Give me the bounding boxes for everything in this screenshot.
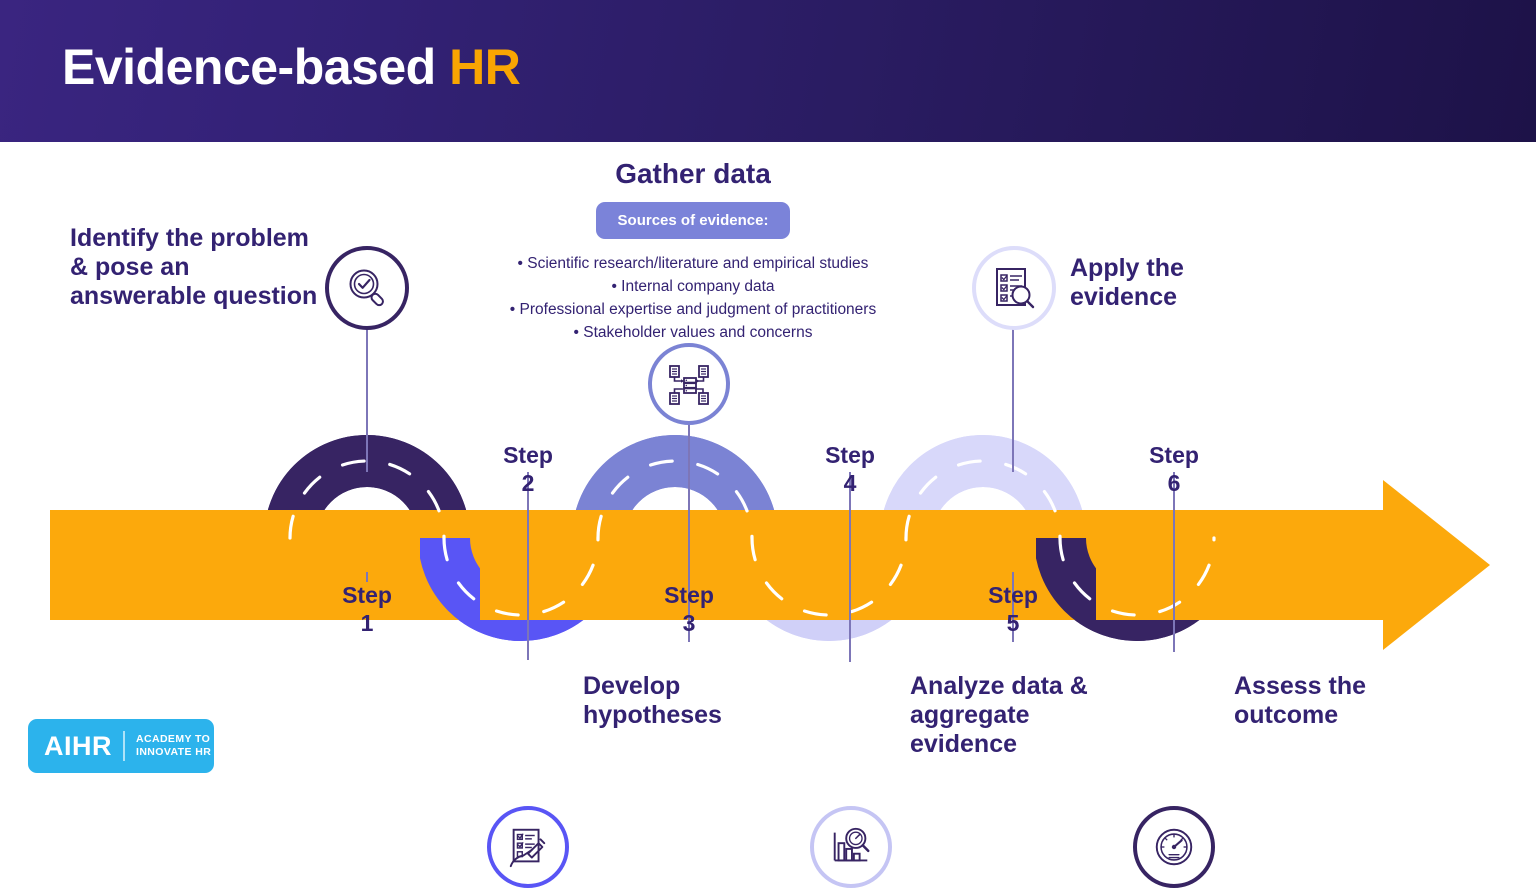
step-num: 6 <box>1167 469 1181 496</box>
step-word: Step <box>664 582 714 608</box>
step-5-icon-bubble[interactable] <box>972 246 1056 330</box>
road-center-dashes <box>288 459 1216 617</box>
step-1-icon-bubble[interactable] <box>325 246 409 330</box>
step-word: Step <box>1149 442 1199 468</box>
magnifier-check-icon <box>349 269 384 307</box>
step-word: Step <box>988 582 1038 608</box>
step-number-5: Step 5 <box>953 582 1073 637</box>
step-word: Step <box>825 442 875 468</box>
page-title-accent: HR <box>449 39 521 95</box>
checklist-magnifier-icon <box>996 268 1035 309</box>
logo-divider <box>123 731 125 761</box>
step-num: 1 <box>360 609 374 636</box>
sources-of-evidence-badge: Sources of evidence: <box>595 202 791 239</box>
logo-tagline: ACADEMY TO INNOVATE HR <box>136 733 211 759</box>
road-junction-6 <box>1036 537 1096 622</box>
data-network-icon <box>669 365 709 405</box>
process-road-diagram <box>50 317 1490 662</box>
logo-tagline-line2: INNOVATE HR <box>136 746 212 758</box>
step-3-icon-bubble[interactable] <box>648 343 730 425</box>
page-title-main: Evidence-based <box>62 39 450 95</box>
connector-stems <box>366 317 1175 662</box>
step-2-icon-bubble[interactable] <box>487 806 569 888</box>
gather-data-title: Gather data <box>615 158 771 189</box>
source-item: • Stakeholder values and concerns <box>573 323 813 341</box>
step-num: 2 <box>521 469 535 496</box>
step-number-3: Step 3 <box>629 582 749 637</box>
sources-list: • Scientific research/literature and emp… <box>443 253 943 345</box>
source-item: • Internal company data <box>611 277 775 295</box>
aihr-logo[interactable]: AIHR ACADEMY TO INNOVATE HR <box>28 719 214 773</box>
step-number-6: Step 6 <box>1114 442 1234 497</box>
step-number-1: Step 1 <box>307 582 427 637</box>
step-5-label: Apply the evidence <box>1070 254 1184 311</box>
step-number-4: Step 4 <box>790 442 910 497</box>
arrow-shape <box>50 480 1490 650</box>
gauge-icon <box>1155 828 1193 866</box>
source-item: • Professional expertise and judgment of… <box>509 300 877 318</box>
bar-chart-magnifier-icon <box>833 827 870 862</box>
road-junction-2 <box>420 537 480 622</box>
step-6-icon-bubble[interactable] <box>1133 806 1215 888</box>
clipboard-hand-writing-icon <box>509 828 546 868</box>
logo-tagline-line1: ACADEMY TO <box>136 732 211 745</box>
step-1-label: Identify the problem & pose an answerabl… <box>70 224 318 310</box>
step-num: 5 <box>1006 609 1020 636</box>
connector-stems-lower <box>366 572 690 642</box>
step-word: Step <box>342 582 392 608</box>
step-word: Step <box>503 442 553 468</box>
step-2-label: Develop hypotheses <box>583 672 722 729</box>
orange-progress-arrow <box>50 480 1490 650</box>
step-4-label: Analyze data & aggregate evidence <box>910 672 1088 758</box>
step-number-2: Step 2 <box>468 442 588 497</box>
page-title: Evidence-based HR <box>62 38 521 96</box>
gather-data-panel: Gather data Sources of evidence: • Scien… <box>443 158 943 345</box>
step-num: 4 <box>843 469 857 496</box>
infographic-stage: Gather data Sources of evidence: • Scien… <box>0 142 1536 888</box>
step-4-icon-bubble[interactable] <box>810 806 892 888</box>
logo-wordmark: AIHR <box>44 730 112 761</box>
step-num: 3 <box>682 609 696 636</box>
step-6-label: Assess the outcome <box>1234 672 1367 729</box>
source-item: • Scientific research/literature and emp… <box>517 255 869 272</box>
header-banner: Evidence-based HR <box>0 0 1536 142</box>
